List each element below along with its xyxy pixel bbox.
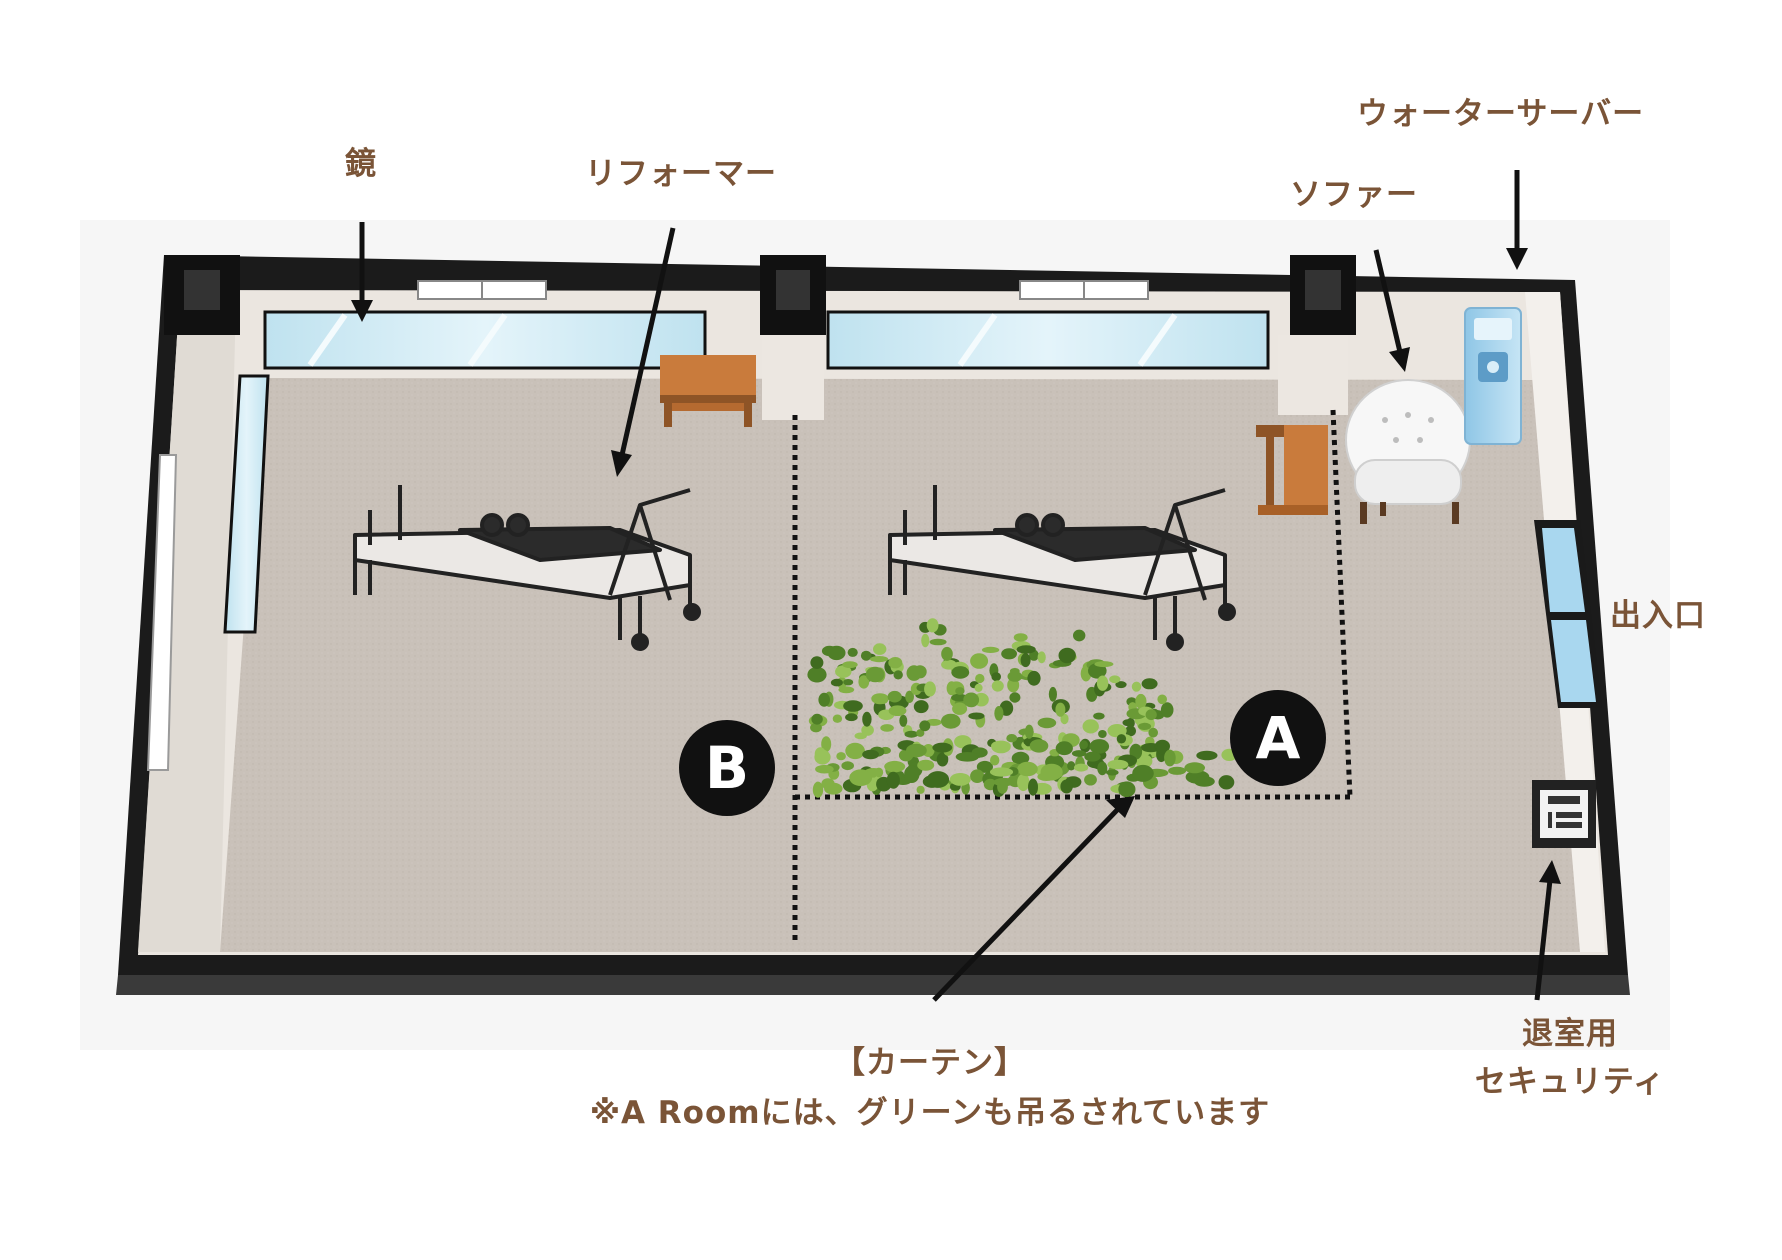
arrow-curtain	[932, 805, 1122, 1002]
room-partition	[792, 409, 1353, 945]
svg-text:A: A	[1256, 704, 1301, 772]
label-curtain-line2: ※A Roomには、グリーンも吊るされています	[589, 1095, 1271, 1131]
security-panel-icon	[1532, 780, 1596, 848]
mirror-top-right	[826, 310, 1270, 370]
mirror-left-wall	[223, 374, 270, 634]
label-water-server: ウォーターサーバー	[1357, 96, 1645, 132]
hanging-greenery	[807, 618, 1238, 798]
sofa	[1345, 379, 1471, 524]
label-curtain: 【カーテン】 ※A Roomには、グリーンも吊るされています	[560, 1038, 1300, 1138]
label-curtain-line1: 【カーテン】	[834, 1045, 1026, 1081]
label-security: 退室用 セキュリティ	[1420, 1010, 1720, 1106]
arrow-reformer	[619, 227, 676, 456]
label-sofa: ソファー	[1290, 177, 1418, 213]
left-window	[146, 454, 178, 771]
callout-arrows	[351, 170, 1561, 1002]
left-wall-strip	[138, 290, 236, 952]
label-reformer: リフォーマー	[585, 156, 777, 192]
outer-wall-base	[116, 975, 1630, 995]
arrow-sofa	[1373, 249, 1403, 353]
svg-text:B: B	[705, 734, 749, 802]
side-table-left	[660, 355, 756, 427]
entrance-door	[1534, 520, 1602, 708]
reformer-machine-right	[888, 485, 1236, 651]
label-mirror: 鏡	[345, 146, 377, 182]
water-server	[1464, 307, 1522, 445]
label-security-line2: セキュリティ	[1474, 1064, 1666, 1100]
side-table-right	[1256, 425, 1328, 515]
label-security-line1: 退室用	[1522, 1016, 1618, 1052]
room-marker-a: A	[1230, 690, 1326, 786]
label-entrance: 出入口	[1610, 598, 1706, 634]
room-marker-b: B	[679, 720, 775, 816]
reformer-machine-left	[353, 485, 701, 651]
arrow-security	[1534, 879, 1553, 1001]
